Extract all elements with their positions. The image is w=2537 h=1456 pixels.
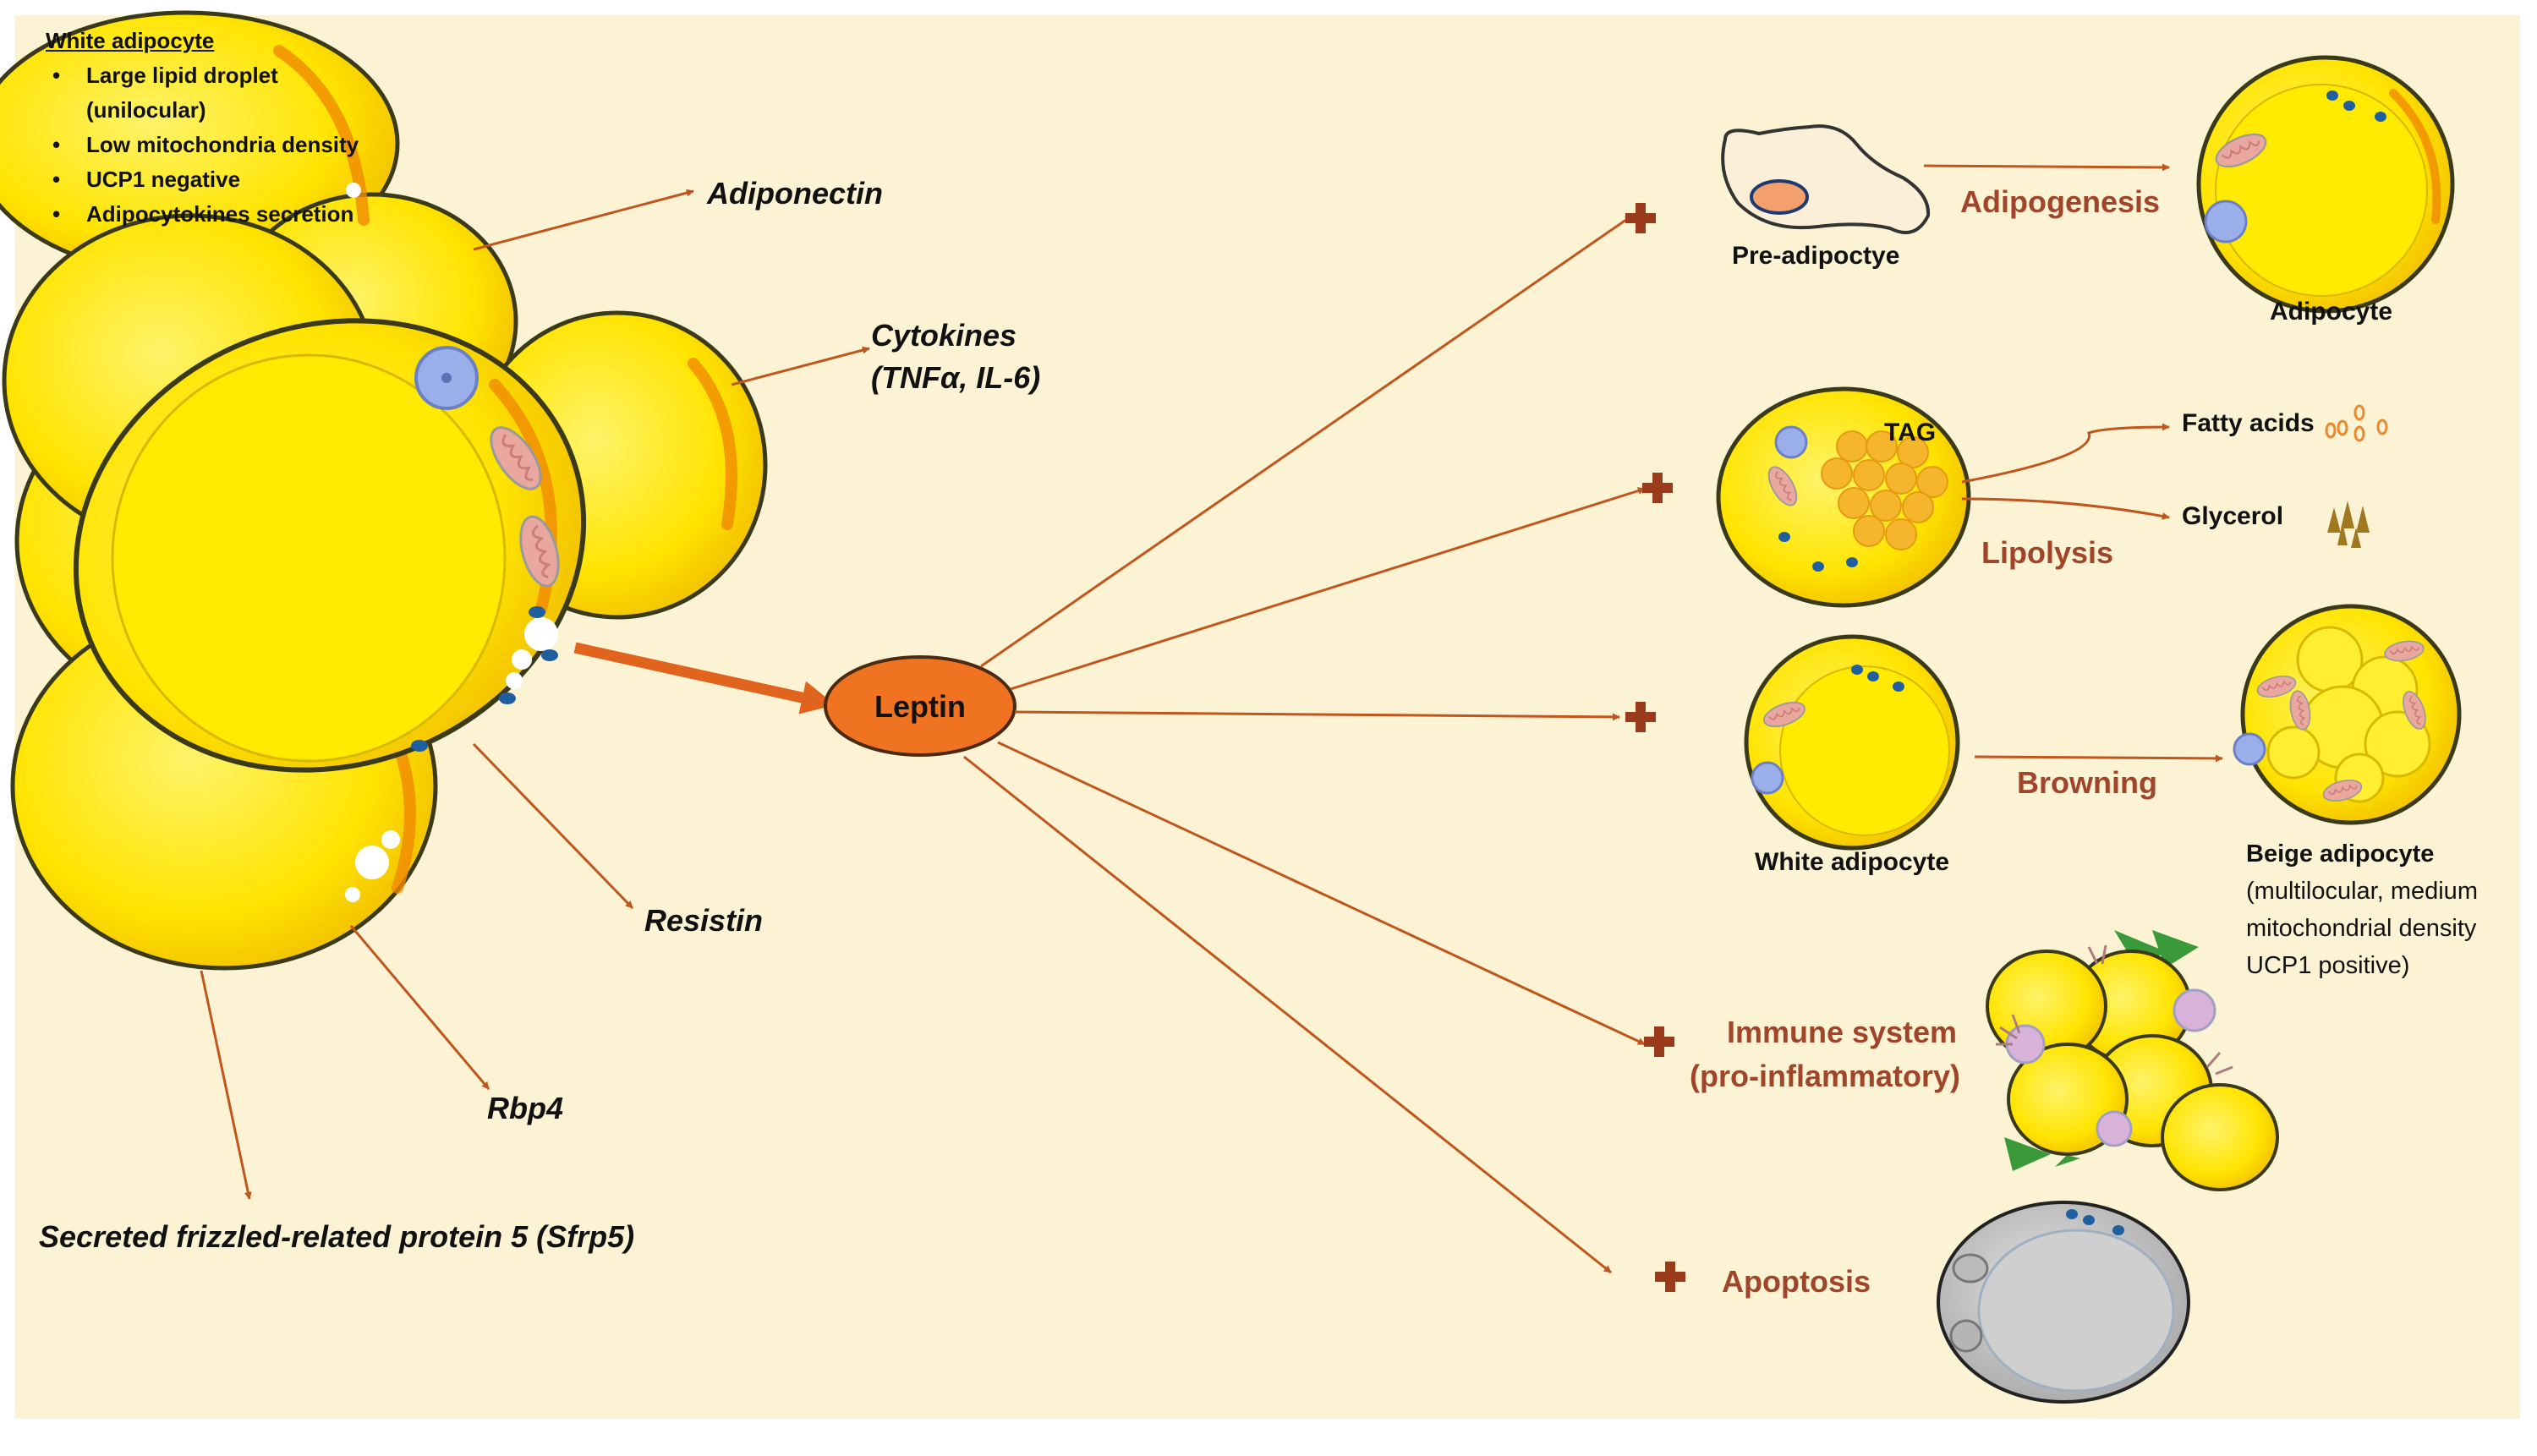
leptin-node: [824, 655, 1016, 757]
beige-desc-line: (multilocular, medium: [2246, 878, 2478, 905]
white-adipocyte-properties: White adipocyte Large lipid droplet (uni…: [46, 24, 359, 232]
cytokines-sub-label: (TNFα, IL-6): [871, 360, 1041, 395]
mature-adipocyte-cell: [2196, 55, 2455, 314]
adipocyte-label: Adipocyte: [2270, 298, 2393, 326]
leptin-label: Leptin: [874, 689, 966, 724]
property-item: Adipocytokines secretion: [52, 197, 359, 232]
properties-title: White adipocyte: [46, 28, 215, 53]
browning-label: Browning: [2017, 765, 2157, 800]
fatty-acids-label: Fatty acids: [2182, 409, 2315, 437]
leptin-secretion-arrow: [573, 642, 836, 714]
lipolysis-adipocyte-cell: [1716, 386, 1971, 608]
apoptosis-label: Apoptosis: [1722, 1264, 1871, 1299]
sfrp5-label: Secreted frizzled-related protein 5 (Sfr…: [39, 1219, 635, 1254]
fatty-acids-arrow: [1961, 423, 2170, 484]
immune-cluster: [1986, 930, 2279, 1191]
beige-adipocyte-title: Beige adipocyte: [2246, 840, 2435, 868]
white-adipocyte-label: White adipocyte: [1755, 848, 1950, 876]
apoptotic-cell: [1937, 1201, 2190, 1404]
adipogenesis-label: Adipogenesis: [1960, 184, 2161, 219]
beige-desc-line: mitochondrial density: [2246, 915, 2477, 942]
beige-adipocyte-description: Beige adipocyte (multilocular, medium mi…: [2246, 835, 2478, 984]
property-item: Large lipid droplet: [52, 58, 359, 93]
nucleus-icon: [414, 346, 479, 410]
property-item: (unilocular): [86, 97, 206, 123]
browning-arrow: [1974, 754, 2223, 763]
tag-droplets: [1821, 430, 1948, 550]
resistin-label: Resistin: [644, 903, 764, 938]
rbp4-label: Rbp4: [487, 1091, 563, 1125]
immune-system-label: Immune system: [1726, 1015, 1958, 1049]
glycerol-arrow: [1961, 497, 2170, 520]
leptin-effect-arrows: [963, 214, 1646, 1274]
immune-system-sub-label: (pro-inflammatory): [1690, 1059, 1961, 1093]
adipogenesis-arrow: [1923, 163, 2170, 172]
glycerol-icon: [2327, 501, 2370, 548]
lipolysis-label: Lipolysis: [1981, 535, 2114, 570]
beige-desc-line: UCP1 positive): [2246, 952, 2410, 979]
pre-adipocyte-cell: [1721, 124, 1931, 234]
adiponectin-label: Adiponectin: [707, 176, 883, 211]
tag-label: TAG: [1884, 419, 1937, 446]
secretion-arrows: [200, 189, 870, 1200]
glycerol-label: Glycerol: [2182, 502, 2284, 530]
pre-adipocyte-label: Pre-adipoctye: [1732, 242, 1900, 270]
property-item: Low mitochondria density: [52, 128, 359, 162]
property-item: UCP1 negative: [52, 162, 359, 197]
fatty-acid-icon: [2325, 404, 2388, 442]
beige-adipocyte-cell: [2233, 604, 2462, 825]
white-adipocyte-small-cell: [1744, 634, 1960, 851]
cytokines-label: Cytokines: [871, 318, 1017, 353]
